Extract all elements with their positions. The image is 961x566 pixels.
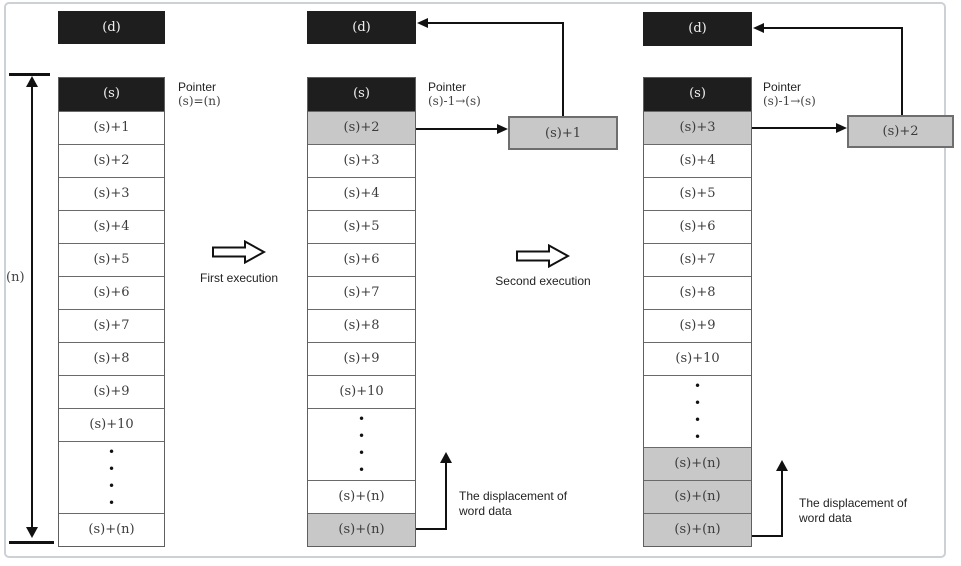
stack-row: (s)+10 <box>308 375 415 408</box>
pointer-word: Pointer <box>178 80 217 94</box>
stack-row: (s)+(n) <box>308 513 415 546</box>
stack-row: (s)+8 <box>644 276 751 309</box>
n-range-down-arrowhead <box>26 527 38 538</box>
stack-header-cell: (s) <box>644 78 751 111</box>
displacement-arrowhead-second <box>776 460 788 471</box>
pointer-formula: (s)=(n) <box>178 94 221 108</box>
pop-row-hline-first <box>416 128 498 130</box>
stack-row: (s)+7 <box>644 243 751 276</box>
to-dest-arrowhead-second <box>753 23 764 33</box>
dest-register-box-first: (d) <box>307 11 416 44</box>
first-execution-label: First execution <box>199 271 279 285</box>
stack-row: (s)+3 <box>644 111 751 144</box>
stack-row: (s)+7 <box>308 276 415 309</box>
stack-row: (s)+6 <box>308 243 415 276</box>
to-dest-hline-first <box>427 22 564 24</box>
stack-row: (s)+3 <box>59 177 164 210</box>
stack-row: (s)+8 <box>59 342 164 375</box>
displacement-label-first: The displacement of word data <box>459 489 567 519</box>
displacement-label-second: The displacement of word data <box>799 496 907 526</box>
n-range-label: (n) <box>6 270 25 285</box>
displacement-hline-first <box>416 528 447 530</box>
second-execution-label: Second execution <box>495 274 591 288</box>
displacement-line2: word data <box>459 504 512 518</box>
stack-row: (s)+2 <box>59 144 164 177</box>
stack-row: (s)+9 <box>644 309 751 342</box>
stack-row: (s)+9 <box>59 375 164 408</box>
pop-row-arrowhead-first <box>497 124 508 134</box>
to-dest-vline-first <box>562 22 564 116</box>
pointer-word: Pointer <box>428 80 467 94</box>
pointer-word: Pointer <box>763 80 802 94</box>
stack-header-cell: (s) <box>308 78 415 111</box>
stack-row: (s)+9 <box>308 342 415 375</box>
stack-row: (s)+5 <box>308 210 415 243</box>
popped-value-box-first: (s)+1 <box>508 116 618 150</box>
to-dest-vline-second <box>901 27 903 115</box>
pop-row-hline-second <box>752 127 837 129</box>
stack-row: (s)+(n) <box>644 480 751 513</box>
stack-row: (s)+3 <box>308 144 415 177</box>
displacement-hline-second <box>752 535 783 537</box>
stack-row: (s)+4 <box>59 210 164 243</box>
pop-row-arrowhead-second <box>836 123 847 133</box>
n-range-bottom-tick <box>9 541 54 544</box>
displacement-line2: word data <box>799 511 852 525</box>
stack-header-cell: (s) <box>59 78 164 111</box>
displacement-vline-first <box>445 462 447 530</box>
first-execution-block-arrow <box>212 240 266 264</box>
displacement-line1: The displacement of <box>459 489 568 503</box>
to-dest-arrowhead-first <box>417 18 428 28</box>
stack-row: (s)+(n) <box>644 447 751 480</box>
stack-row: (s)+2 <box>308 111 415 144</box>
stack-row: (s)+6 <box>59 276 164 309</box>
popped-value-box-second: (s)+2 <box>847 115 954 148</box>
stack-row: (s)+5 <box>59 243 164 276</box>
stack-row: (s)+1 <box>59 111 164 144</box>
displacement-vline-second <box>781 470 783 537</box>
n-range-line <box>31 85 33 529</box>
n-range-up-arrowhead <box>26 76 38 87</box>
pointer-label-initial: Pointer (s)=(n) <box>178 80 221 108</box>
stack-row: • • • • <box>308 408 415 480</box>
stack-row: (s)+6 <box>644 210 751 243</box>
pointer-label-second: Pointer (s)-1→(s) <box>763 80 816 108</box>
stack-table-first: (s) (s)+2(s)+3(s)+4(s)+5(s)+6(s)+7(s)+8(… <box>307 77 416 547</box>
stack-table-second: (s) (s)+3(s)+4(s)+5(s)+6(s)+7(s)+8(s)+9(… <box>643 77 752 547</box>
to-dest-hline-second <box>763 27 903 29</box>
stack-row: (s)+8 <box>308 309 415 342</box>
stack-row: (s)+(n) <box>59 513 164 546</box>
n-range-top-tick <box>9 73 50 76</box>
stack-row: (s)+(n) <box>644 513 751 546</box>
stack-row: (s)+10 <box>644 342 751 375</box>
stack-row: (s)+10 <box>59 408 164 441</box>
stack-row: (s)+5 <box>644 177 751 210</box>
pointer-formula: (s)-1→(s) <box>763 94 816 108</box>
stack-row: (s)+(n) <box>308 480 415 513</box>
dest-register-box-initial: (d) <box>58 11 165 44</box>
diagram-frame <box>4 2 946 558</box>
stack-row: (s)+4 <box>308 177 415 210</box>
second-execution-block-arrow <box>516 244 570 268</box>
stack-row: (s)+4 <box>644 144 751 177</box>
pointer-label-first: Pointer (s)-1→(s) <box>428 80 481 108</box>
pointer-formula: (s)-1→(s) <box>428 94 481 108</box>
displacement-arrowhead-first <box>440 452 452 463</box>
displacement-line1: The displacement of <box>799 496 908 510</box>
stack-row: • • • • <box>59 441 164 513</box>
dest-register-box-second: (d) <box>643 12 752 46</box>
stack-row: • • • • <box>644 375 751 447</box>
stack-row: (s)+7 <box>59 309 164 342</box>
stack-table-initial: (s) (s)+1(s)+2(s)+3(s)+4(s)+5(s)+6(s)+7(… <box>58 77 165 547</box>
